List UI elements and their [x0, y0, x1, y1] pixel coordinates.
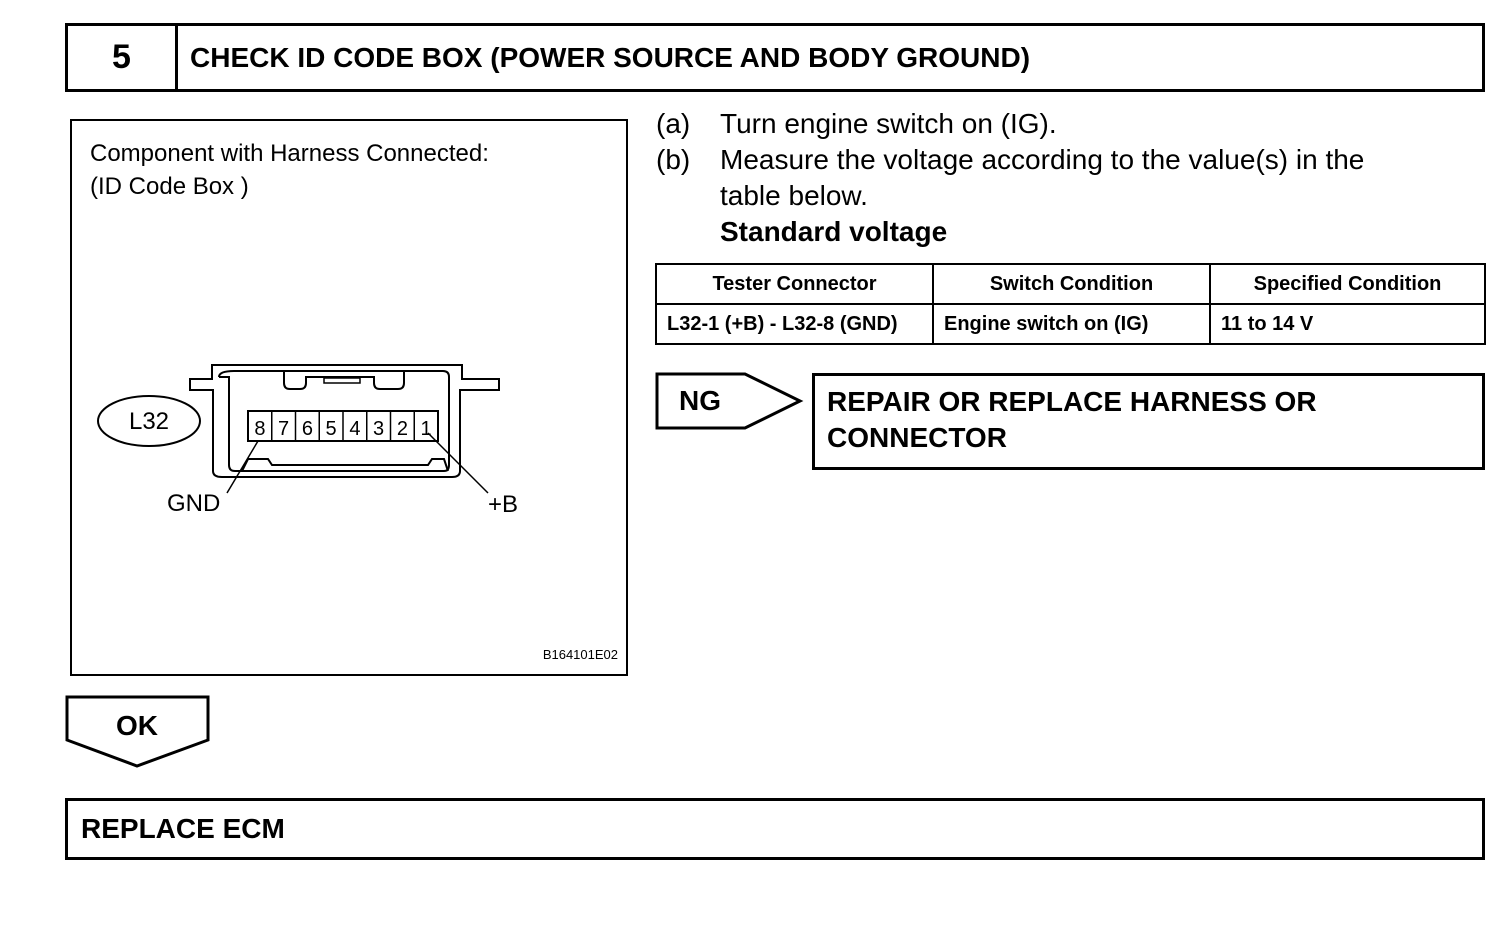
- figure-caption-line2: (ID Code Box ): [90, 173, 249, 200]
- step-number: 5: [68, 26, 178, 89]
- ng-result-line1: REPAIR OR REPLACE HARNESS OR: [827, 386, 1317, 417]
- connector-latch-slot: [323, 377, 361, 384]
- table-header-row: Tester Connector Switch Condition Specif…: [655, 263, 1486, 305]
- connector-id-ellipse: [97, 395, 201, 447]
- pin-number: 2: [397, 418, 408, 440]
- instruction-b-letter: (b): [656, 144, 691, 175]
- instruction-a-text: Turn engine switch on (IG).: [720, 108, 1057, 139]
- table-header-cell: Tester Connector: [655, 263, 934, 305]
- ng-result-line2: CONNECTOR: [827, 422, 1007, 453]
- figure-caption-line1: Component with Harness Connected:: [90, 140, 489, 167]
- ok-label: OK: [116, 710, 158, 741]
- step-title: CHECK ID CODE BOX (POWER SOURCE AND BODY…: [190, 41, 1031, 73]
- ng-arrow: NG: [655, 372, 804, 430]
- instruction-b-text-line2: table below.: [720, 180, 868, 211]
- pin-number: 5: [326, 418, 337, 440]
- gnd-leader-line: [226, 440, 259, 494]
- table-cell: 11 to 14 V: [1209, 303, 1486, 345]
- standard-voltage-label: Standard voltage: [720, 216, 948, 247]
- gnd-label: GND: [167, 490, 220, 517]
- pin-number: 6: [302, 418, 313, 440]
- ok-arrow-shape: [65, 695, 210, 768]
- ok-arrow: OK: [65, 695, 210, 768]
- connector-latch: [283, 371, 405, 390]
- connector-id: L32: [129, 408, 169, 435]
- table-header-cell: Specified Condition: [1209, 263, 1486, 305]
- ng-result-box: REPAIR OR REPLACE HARNESS OR CONNECTOR: [812, 373, 1485, 470]
- connector-diagram: 8 7 6 5 4 3 2 1 L32 GND +B: [97, 364, 518, 518]
- final-action-text: REPLACE ECM: [81, 813, 285, 844]
- connector-bottom-key: [241, 458, 449, 472]
- table-row: L32-1 (+B) - L32-8 (GND) Engine switch o…: [655, 303, 1486, 345]
- table-cell: L32-1 (+B) - L32-8 (GND): [655, 303, 934, 345]
- instruction-a-letter: (a): [656, 108, 691, 139]
- table-header-cell: Switch Condition: [932, 263, 1211, 305]
- table-cell: Engine switch on (IG): [932, 303, 1211, 345]
- connector-figure: Component with Harness Connected: (ID Co…: [70, 119, 628, 676]
- connector-inner-body: [218, 370, 450, 472]
- ng-arrow-shape: [655, 372, 804, 430]
- figure-caption: Component with Harness Connected: (ID Co…: [90, 137, 489, 203]
- b-label: +B: [488, 491, 518, 518]
- figure-code: B164101E02: [542, 647, 618, 662]
- step-header: 5 CHECK ID CODE BOX (POWER SOURCE AND BO…: [65, 23, 1485, 92]
- final-action-box: REPLACE ECM: [65, 798, 1485, 860]
- pin-number: 3: [373, 418, 384, 440]
- b-leader-line: [427, 432, 489, 494]
- pin-row: 8 7 6 5 4 3 2 1: [254, 411, 432, 441]
- spec-table: Tester Connector Switch Condition Specif…: [655, 263, 1486, 345]
- pin-number: 8: [254, 418, 265, 440]
- pin-number: 7: [278, 418, 289, 440]
- instruction-b-text-line1: Measure the voltage according to the val…: [720, 144, 1365, 175]
- ng-label: NG: [679, 385, 721, 416]
- pin-number: 4: [349, 418, 360, 440]
- pin-number: 1: [421, 418, 432, 440]
- connector-outer-body: [189, 364, 500, 478]
